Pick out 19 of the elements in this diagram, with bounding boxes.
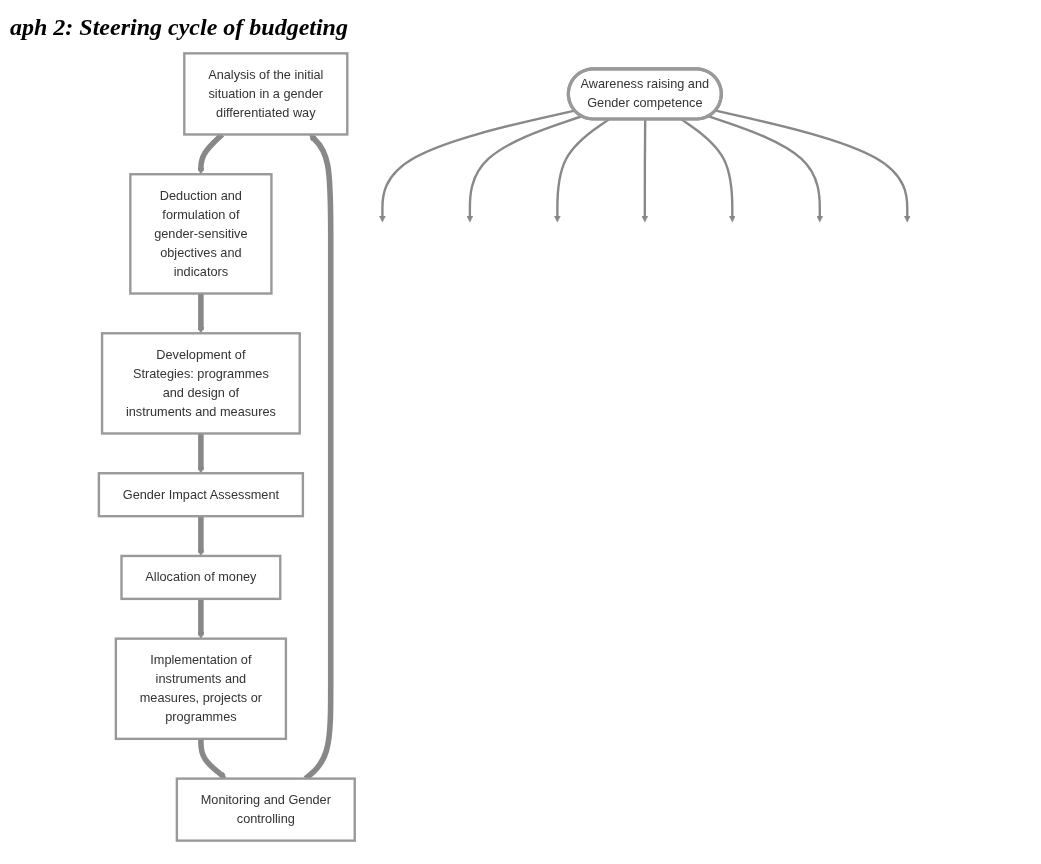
- node-box: Gender Impact Assessment: [97, 472, 305, 518]
- arrow: [715, 109, 911, 223]
- node-box: Implementation of instruments and measures, projects or programmes: [114, 637, 288, 741]
- node-box: Allocation of money: [120, 554, 282, 601]
- arrow: [197, 293, 205, 334]
- arrow: [198, 738, 227, 779]
- node-box: Deduction and formulation of gender-sensitive objectives and indicators: [129, 173, 273, 295]
- diagram-title: aph 2: Steering cycle of budgeting: [10, 14, 348, 41]
- arrow: [641, 119, 649, 223]
- node-box: Development of Strategies: programmes and design of instruments and measures: [100, 332, 301, 435]
- arrow: [553, 118, 610, 223]
- arrow: [378, 109, 575, 223]
- arrow: [466, 115, 583, 223]
- arrow: [680, 118, 736, 223]
- node-box: Analysis of the initial situation in a gender differentiated way: [183, 52, 349, 136]
- arrow: [197, 433, 205, 474]
- node-box: Monitoring and Gender controlling: [175, 777, 356, 842]
- arrow: [197, 598, 205, 639]
- arrow: [708, 115, 824, 223]
